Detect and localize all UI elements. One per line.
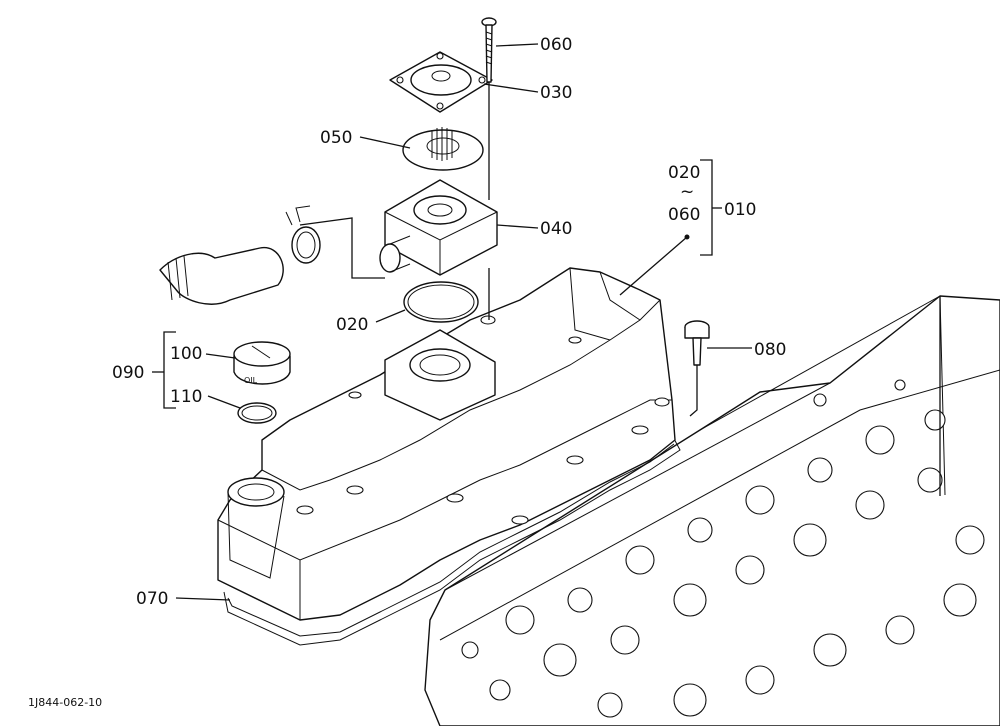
label-050: 050 [320, 128, 352, 148]
oil-cap-text: OIL [244, 376, 258, 385]
label-range-sep: ~ [680, 182, 694, 202]
label-080: 080 [754, 340, 786, 360]
breather-hose [159, 247, 284, 305]
gasket-070 [223, 434, 681, 646]
hose-clamp [285, 205, 321, 264]
label-030: 030 [540, 83, 572, 103]
breather-housing-040 [379, 179, 498, 276]
breather-cover-030 [389, 51, 493, 113]
cylinder-head [424, 295, 1000, 726]
label-090: 090 [112, 363, 144, 383]
head-cover [217, 267, 676, 621]
label-100: 100 [170, 344, 202, 364]
label-range-from: 020 [668, 163, 700, 183]
oil-cap-100: OIL [233, 341, 291, 385]
label-020: 020 [336, 315, 368, 335]
head-port-holes [461, 379, 985, 718]
cover-bolt-bosses [296, 315, 670, 525]
part-labels: 060 030 050 040 020 020 ~ 060 010 080 09… [28, 35, 786, 709]
label-060-top: 060 [540, 35, 572, 55]
screw-060 [481, 17, 497, 83]
leader-lines [152, 43, 941, 601]
diaphragm-050 [402, 127, 484, 171]
label-range-to: 060 [668, 205, 700, 225]
label-070: 070 [136, 589, 168, 609]
o-ring-020 [403, 281, 479, 323]
bolt-080 [684, 320, 710, 366]
label-110: 110 [170, 387, 202, 407]
label-040: 040 [540, 219, 572, 239]
label-010: 010 [724, 200, 756, 220]
drawing-code: 1J844-062-10 [28, 696, 102, 709]
